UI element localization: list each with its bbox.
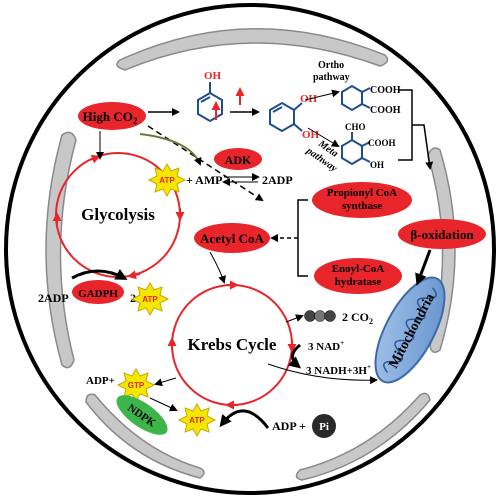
svg-text:High CO2: High CO2 bbox=[83, 109, 138, 126]
pi-circle bbox=[312, 414, 336, 438]
three-nad-label: 3 NAD bbox=[308, 341, 340, 353]
adp-pi-curve-arrow bbox=[219, 409, 270, 429]
krebs-label: Krebs Cycle bbox=[188, 335, 277, 354]
acetyl-coa-label: Acetyl CoA bbox=[200, 231, 265, 246]
high-co2-label: High CO bbox=[83, 109, 133, 124]
catechol-molecule bbox=[269, 101, 303, 133]
nadh-plus-superscript: + bbox=[367, 363, 371, 371]
arrow-nadh-to-mito bbox=[267, 363, 378, 385]
arrow-to-propionyl bbox=[412, 124, 434, 170]
enoyl-line2: hydratase bbox=[335, 276, 382, 288]
svg-text:3 NAD+: 3 NAD+ bbox=[308, 339, 344, 353]
adp-pi-label: ADP + bbox=[272, 419, 306, 433]
arrow-acetyl-to-krebs bbox=[209, 251, 226, 284]
cooh-meta-label: COOH bbox=[368, 138, 396, 148]
enoyl-line1: Enoyl-CoA bbox=[332, 263, 385, 275]
oh-label-1: OH bbox=[204, 70, 222, 82]
high-co2-oval bbox=[78, 102, 146, 130]
cooh-label-1: COOH bbox=[370, 85, 401, 96]
atp-star-gadph bbox=[130, 281, 170, 317]
adk-label: ADK bbox=[225, 153, 252, 167]
membrane-arc-left bbox=[45, 131, 77, 369]
amp-label: + AMP bbox=[186, 173, 223, 187]
svg-text:2 CO2: 2 CO2 bbox=[342, 310, 373, 326]
arrow-krebs-to-gtp bbox=[154, 377, 177, 387]
atp-bottom-label: ATP bbox=[189, 416, 205, 425]
ndpk-oval bbox=[116, 395, 168, 435]
oh-label-3: OH bbox=[302, 129, 320, 141]
ortho-pathway-line2: pathway bbox=[313, 72, 350, 83]
arrow-ortho bbox=[304, 89, 340, 101]
oh-meta-label: OH bbox=[370, 160, 384, 170]
two-co2-subscript: 2 bbox=[369, 317, 373, 326]
arrow-krebs-to-co2 bbox=[285, 314, 304, 323]
three-nadh-label: 3 NADH+3H bbox=[306, 365, 367, 377]
ortho-product-molecule bbox=[341, 84, 371, 112]
atp-star-bottom bbox=[177, 402, 217, 438]
two-co2-label: 2 CO bbox=[342, 310, 369, 324]
propionyl-line2: synthase bbox=[342, 200, 382, 212]
two-adp-left-label: 2ADP bbox=[38, 291, 69, 305]
gadph-label: GADPH bbox=[78, 288, 118, 300]
beta-oxidation-oval bbox=[398, 219, 486, 249]
acetyl-coa-oval bbox=[194, 223, 270, 253]
cho-label: CHO bbox=[345, 122, 366, 132]
propionyl-coa-synthase-oval bbox=[312, 182, 412, 218]
atp-star-top bbox=[147, 162, 187, 198]
atp-gadph-label: ATP bbox=[142, 295, 158, 304]
arrow-gtp-to-atp bbox=[149, 397, 178, 412]
nad-curve-arrow bbox=[288, 343, 302, 369]
beta-oxidation-label: β-oxidation bbox=[410, 227, 474, 242]
propionyl-line1: Propionyl CoA bbox=[327, 187, 397, 199]
curved-arrow-co2-to-atp bbox=[139, 133, 202, 166]
cooh-label-2: COOH bbox=[370, 105, 401, 116]
ortho-pathway-line1: Ortho bbox=[318, 60, 344, 71]
adp-plus-label: ADP+ bbox=[86, 375, 115, 387]
gadph-curve-arrow bbox=[71, 268, 128, 280]
co2-dot-1 bbox=[304, 310, 316, 322]
co2-dot-3 bbox=[324, 310, 336, 322]
adk-oval bbox=[214, 148, 262, 170]
glycolysis-arrow-bottom bbox=[127, 270, 141, 280]
gadph-oval bbox=[72, 280, 124, 304]
meta-product-molecule bbox=[341, 132, 371, 166]
nad-plus-superscript: + bbox=[340, 339, 344, 347]
membrane-arc-bottom-right bbox=[295, 392, 431, 481]
enoyl-coa-hydratase-oval bbox=[314, 258, 402, 294]
high-co2-subscript: 2 bbox=[133, 116, 138, 126]
arrow-beta-to-mito bbox=[415, 249, 432, 286]
svg-text:3 NADH+3H+: 3 NADH+3H+ bbox=[306, 363, 371, 377]
two-adp-top-label: 2ADP bbox=[262, 173, 293, 187]
membrane-arc-bottom-left bbox=[85, 393, 205, 479]
membrane-arc-top bbox=[116, 27, 389, 71]
arrow-meta bbox=[307, 127, 340, 148]
dashed-arrow-co2-to-acetyl bbox=[147, 125, 264, 202]
pi-label: Pi bbox=[319, 421, 329, 433]
atp-top-label: ATP bbox=[159, 176, 175, 185]
glycolysis-label: Glycolysis bbox=[81, 205, 155, 224]
gtp-label: GTP bbox=[128, 381, 145, 390]
co2-dot-2 bbox=[314, 310, 326, 322]
phenol-molecule bbox=[197, 82, 223, 123]
